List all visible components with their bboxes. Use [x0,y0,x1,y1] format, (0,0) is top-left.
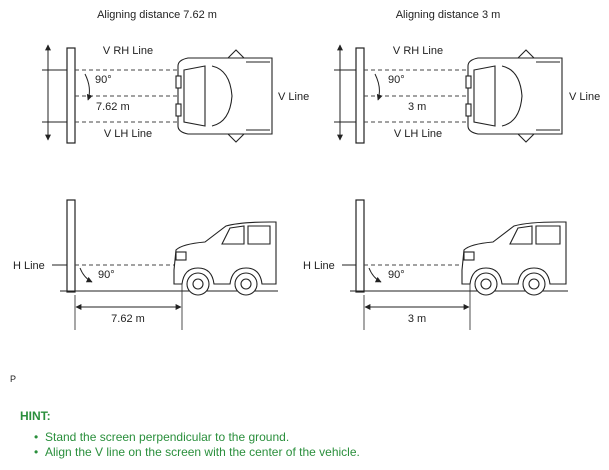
v-line-label: V Line [278,91,309,103]
distance-label: 3 m [408,313,426,325]
headlight-aiming-diagram: Aligning distance 7.62 m Aligning distan… [13,9,600,330]
screen-board [355,47,365,144]
distance-label: 7.62 m [96,101,130,113]
screen-board [66,47,76,144]
distance-label: 7.62 m [111,313,145,325]
screen-board [355,199,365,293]
h-line-label: H Line [13,260,45,272]
hint-item-text: Align the V line on the screen with the … [45,445,360,459]
hint-title: HINT: [20,409,51,423]
angle-label: 90° [388,269,405,281]
angle-label: 90° [388,74,405,86]
bottom-left-side-view: H Line 90° 7.62 m [13,199,278,330]
car-top-view [465,49,563,143]
hint-item-text: Stand the screen perpendicular to the gr… [45,430,290,444]
v-lh-line-label: V LH Line [104,128,152,140]
angle-label: 90° [95,74,112,86]
hint-list: • Stand the screen perpendicular to the g… [34,430,360,460]
car-side-view [173,221,277,296]
bullet-icon: • [34,445,39,459]
v-rh-line-label: V RH Line [393,45,443,57]
angle-label: 90° [98,269,115,281]
hint-item: • Align the V line on the screen with the… [34,445,360,460]
page-marker: P [10,374,17,384]
left-title: Aligning distance 7.62 m [97,9,217,21]
v-line-label: V Line [569,91,600,103]
bottom-right-side-view: H Line 90° 3 m [303,199,568,330]
v-lh-line-label: V LH Line [394,128,442,140]
car-top-view [175,49,273,143]
distance-label: 3 m [408,101,426,113]
hint-item: • Stand the screen perpendicular to the g… [34,430,360,445]
car-side-view [461,221,567,296]
top-right-plan-view: V RH Line V LH Line 90° 3 m V Line [334,44,600,144]
bullet-icon: • [34,430,39,444]
screen-board [66,199,76,293]
h-line-label: H Line [303,260,335,272]
right-title: Aligning distance 3 m [396,9,501,21]
v-rh-line-label: V RH Line [103,45,153,57]
top-left-plan-view: V RH Line V LH Line 90° 7.62 m V Line [42,44,309,144]
